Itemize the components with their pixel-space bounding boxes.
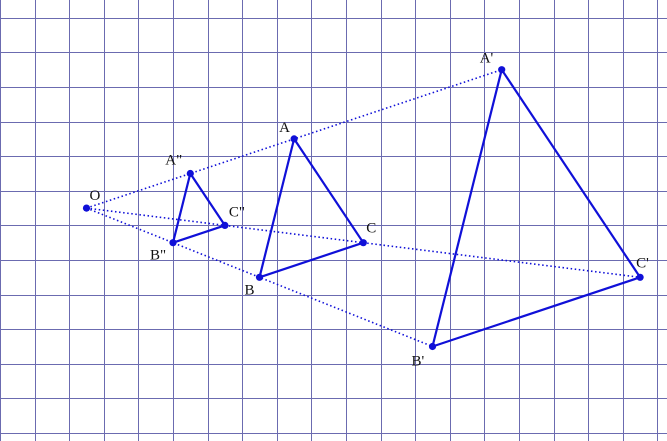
label-c: C: [366, 221, 376, 237]
triangle-reduction: [171, 172, 226, 244]
label-b-double-prime: B": [150, 248, 166, 264]
label-o: O: [90, 188, 101, 204]
label-c-prime: C': [636, 255, 649, 271]
ray-o-to-b-prime: [86, 207, 433, 348]
triangle-original: [258, 137, 365, 279]
label-b: B: [245, 282, 255, 298]
point-a-double-prime: [186, 169, 194, 178]
triangles: [171, 68, 642, 348]
point-b-double-prime: [169, 239, 177, 247]
point-o: [82, 204, 91, 212]
point-a-prime: [498, 66, 506, 74]
point-c-prime: [636, 273, 644, 281]
point-labels: O A B C A' B' C' A" B" C": [90, 51, 650, 370]
point-a: [290, 135, 298, 143]
points: [82, 66, 644, 351]
point-c-double-prime: [221, 221, 229, 229]
point-b: [255, 273, 264, 281]
point-b-prime: [428, 342, 437, 351]
label-a-prime: A': [480, 51, 494, 67]
point-c: [359, 239, 367, 247]
triangle-enlargement: [431, 68, 642, 348]
label-a-double-prime: A": [165, 153, 182, 169]
label-c-double-prime: C": [229, 204, 245, 220]
label-a: A: [279, 120, 290, 136]
label-b-prime: B': [412, 354, 425, 370]
